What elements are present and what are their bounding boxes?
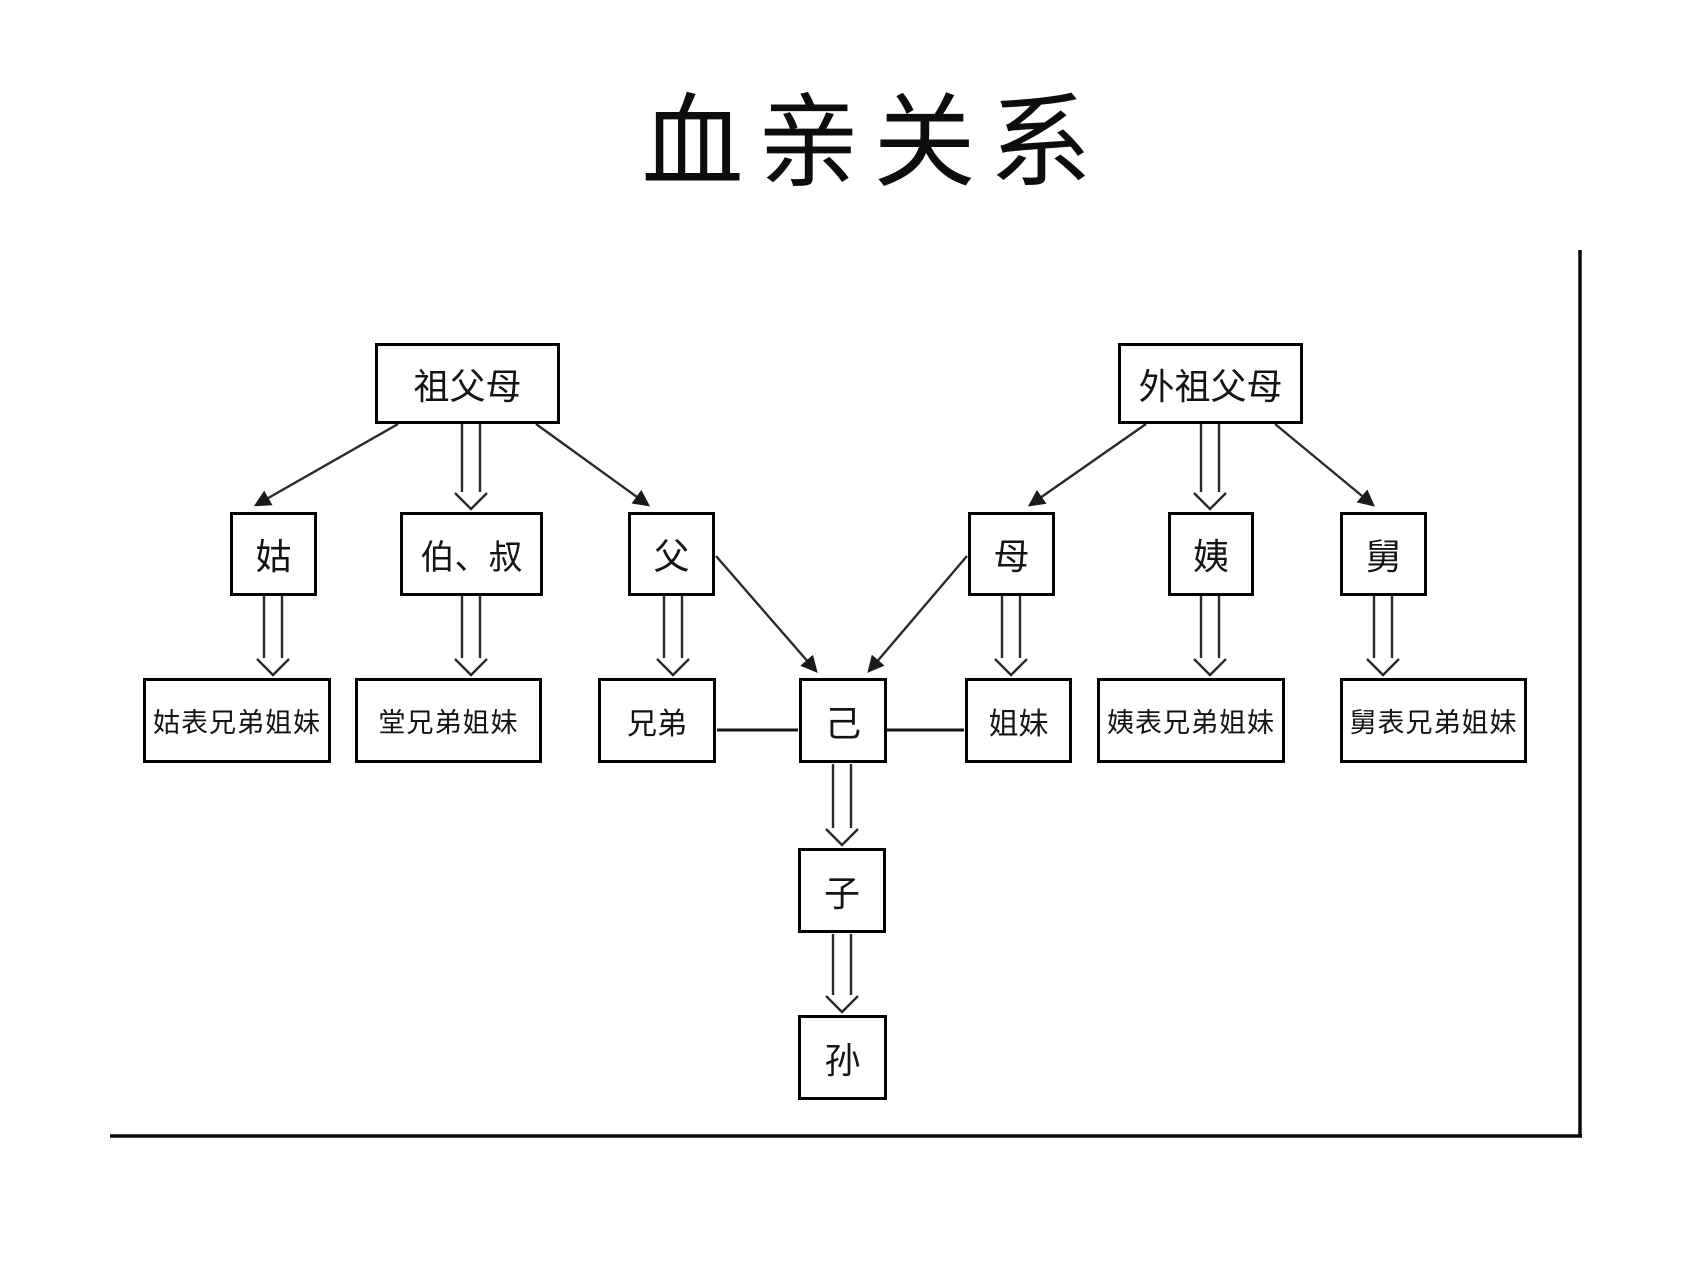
- node-label: 母: [993, 537, 1030, 578]
- node-label: 祖父母: [413, 366, 522, 408]
- node-label: 舅: [1365, 537, 1402, 578]
- edge-mu-ji: [867, 555, 968, 673]
- node-paternal-uncles: 伯、叔: [400, 512, 543, 596]
- node-jiu-cousins: 舅表兄弟姐妹: [1340, 678, 1527, 763]
- node-label: 姑: [255, 537, 292, 578]
- node-father: 父: [628, 512, 715, 596]
- node-gu-cousins: 姑表兄弟姐妹: [143, 678, 331, 763]
- node-label: 舅表兄弟姐妹: [1349, 708, 1518, 739]
- node-label: 堂兄弟姐妹: [378, 708, 519, 739]
- node-grandson: 孙: [798, 1015, 887, 1100]
- edge-yi-yibiao: [1193, 596, 1227, 677]
- edge-waizufumu-yi: [1193, 424, 1227, 511]
- edge-waizufumu-mu: [1027, 423, 1147, 507]
- node-maternal-uncle: 舅: [1340, 512, 1427, 596]
- node-label: 姑表兄弟姐妹: [153, 708, 321, 739]
- edge-zufumu-fu: [535, 423, 651, 507]
- node-son: 子: [798, 848, 886, 933]
- node-mother: 母: [968, 512, 1055, 596]
- node-brothers: 兄弟: [598, 678, 716, 763]
- edge-gu-gubiao: [256, 596, 290, 677]
- node-maternal-grandparents: 外祖父母: [1118, 343, 1303, 424]
- edge-fu-ji: [715, 555, 818, 673]
- edge-mu-jiemei: [994, 596, 1028, 677]
- node-maternal-aunt: 姨: [1168, 512, 1254, 596]
- node-label: 外祖父母: [1138, 366, 1283, 408]
- edge-boshu-tang: [454, 596, 488, 677]
- node-label: 姨: [1192, 537, 1229, 578]
- edge-waizufumu-jiu: [1274, 423, 1375, 507]
- node-label: 伯、叔: [420, 537, 523, 578]
- node-self: 己: [799, 678, 887, 763]
- node-tang-cousins: 堂兄弟姐妹: [355, 678, 542, 763]
- node-paternal-grandparents: 祖父母: [375, 343, 560, 424]
- diagram-title: 血亲关系: [641, 84, 1106, 203]
- node-label: 孙: [824, 1040, 861, 1082]
- node-label: 子: [823, 873, 860, 915]
- node-label: 兄弟: [627, 706, 687, 742]
- edge-ji-zi: [825, 764, 859, 847]
- node-label: 姐妹: [988, 706, 1049, 742]
- edge-zufumu-boshu: [454, 424, 488, 511]
- node-label: 己: [824, 703, 861, 745]
- node-sisters: 姐妹: [965, 678, 1072, 763]
- edge-zi-sun: [825, 934, 859, 1014]
- node-label: 父: [653, 537, 690, 578]
- edge-fu-xiongdi: [656, 596, 690, 677]
- node-paternal-aunt: 姑: [230, 512, 317, 596]
- node-yi-cousins: 姨表兄弟姐妹: [1097, 678, 1285, 763]
- edge-zufumu-gu: [253, 422, 399, 507]
- node-label: 姨表兄弟姐妹: [1107, 708, 1275, 739]
- edge-jiu-jiubiao: [1366, 596, 1400, 677]
